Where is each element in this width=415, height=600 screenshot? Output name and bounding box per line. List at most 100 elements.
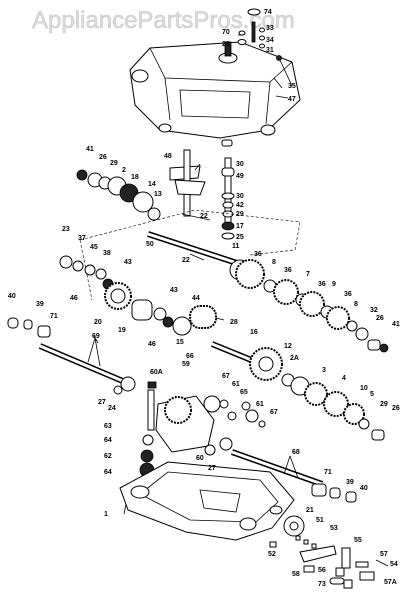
callout-label: 30 (236, 161, 244, 168)
callout-label: 61 (256, 401, 264, 408)
callout-label: 67 (222, 373, 230, 380)
callout-label: 56 (318, 567, 326, 574)
callout-label: 45 (90, 244, 98, 251)
callout-label: 71 (50, 313, 58, 320)
callout-label: 38 (103, 250, 111, 257)
callout-label: 65 (240, 389, 248, 396)
callout-label: 46 (148, 341, 156, 348)
callout-label: 73 (318, 581, 326, 588)
callout-label: 29 (380, 401, 388, 408)
callout-label: 52 (268, 551, 276, 558)
callout-label: 59 (182, 361, 190, 368)
callout-label: 39 (36, 301, 44, 308)
callout-label: 57 (380, 551, 388, 558)
right-gear-row (229, 259, 389, 353)
callout-label: 20 (94, 319, 102, 326)
callout-label: 60A (150, 369, 163, 376)
callout-label: 34 (266, 37, 274, 44)
callout-label: 62 (104, 453, 112, 460)
callout-label: 10 (360, 385, 368, 392)
callout-label: 9 (332, 281, 336, 288)
chain-assembly (131, 299, 225, 336)
callout-label: 4 (342, 375, 346, 382)
shaft-50 (147, 213, 241, 267)
callout-label: 22 (200, 213, 208, 220)
middle-left-gear-stack (59, 255, 132, 310)
callout-label: 70 (222, 29, 230, 36)
upper-left-gear-stack (76, 169, 161, 221)
callout-label: 42 (236, 202, 244, 209)
shaft-68 (230, 449, 357, 503)
leader-lines (93, 34, 289, 515)
callout-label: 16 (250, 329, 258, 336)
callout-label: 30 (236, 193, 244, 200)
callout-label: 31 (266, 47, 274, 54)
callout-label: 43 (124, 259, 132, 266)
callout-label: 41 (392, 321, 400, 328)
differential (139, 381, 266, 478)
callout-label: 5 (370, 391, 374, 398)
callout-label: 69 (92, 333, 100, 340)
left-bushings-upper (7, 317, 51, 338)
callout-label: 46 (70, 295, 78, 302)
callout-label: 55 (354, 537, 362, 544)
callout-label: 36 (254, 251, 262, 258)
callout-label: 60 (196, 455, 204, 462)
callout-label: 18 (131, 174, 139, 181)
callout-label: 19 (118, 327, 126, 334)
callout-label: 51 (316, 517, 324, 524)
callout-label: 39 (346, 479, 354, 486)
callout-label: 29 (236, 211, 244, 218)
callout-label: 23 (62, 226, 70, 233)
callout-label: 71 (324, 469, 332, 476)
callout-label: 1 (104, 511, 108, 518)
callout-label: 58 (292, 571, 300, 578)
callout-label: 26 (392, 405, 400, 412)
shift-assembly (169, 139, 235, 240)
callout-label: 28 (230, 319, 238, 326)
shaft-16 (210, 341, 283, 381)
callout-label: 25 (236, 234, 244, 241)
callout-label: 74 (264, 9, 272, 16)
upper-housing (129, 41, 301, 139)
callout-label: 15 (176, 339, 184, 346)
callout-label: 13 (154, 191, 162, 198)
shaft-69 (38, 337, 136, 395)
callout-label: 35 (288, 83, 296, 90)
callout-label: 11 (232, 243, 240, 250)
callout-label: 22 (182, 257, 190, 264)
callout-labels: 74 70 29 33 34 31 35 47 30 49 48 41 26 2… (8, 9, 400, 588)
callout-label: 26 (376, 315, 384, 322)
lower-right-gear-row (281, 373, 385, 441)
callout-label: 68 (292, 449, 300, 456)
callout-label: 61 (232, 381, 240, 388)
callout-label: 64 (104, 437, 112, 444)
callout-label: 17 (236, 223, 244, 230)
callout-label: 40 (8, 293, 16, 300)
callout-label: 67 (270, 409, 278, 416)
callout-label: 33 (266, 25, 274, 32)
callout-label: 36 (344, 291, 352, 298)
callout-label: 29 (222, 41, 230, 48)
callout-label: 21 (306, 507, 314, 514)
callout-label: 14 (148, 181, 156, 188)
callout-label: 37 (78, 235, 86, 242)
callout-label: 44 (192, 295, 200, 302)
callout-label: 27 (98, 399, 106, 406)
callout-label: 3 (322, 367, 326, 374)
callout-label: 49 (236, 173, 244, 180)
callout-label: 63 (104, 423, 112, 430)
callout-label: 26 (99, 154, 107, 161)
callout-label: 48 (164, 153, 172, 160)
callout-label: 7 (306, 271, 310, 278)
callout-label: 64 (104, 469, 112, 476)
callout-label: 43 (170, 287, 178, 294)
callout-label: 47 (288, 96, 296, 103)
callout-label: 53 (330, 525, 338, 532)
callout-label: 27 (208, 465, 216, 472)
callout-label: 8 (354, 301, 358, 308)
callout-label: 36 (318, 281, 326, 288)
top-hardware (237, 8, 293, 87)
callout-label: 32 (370, 307, 378, 314)
